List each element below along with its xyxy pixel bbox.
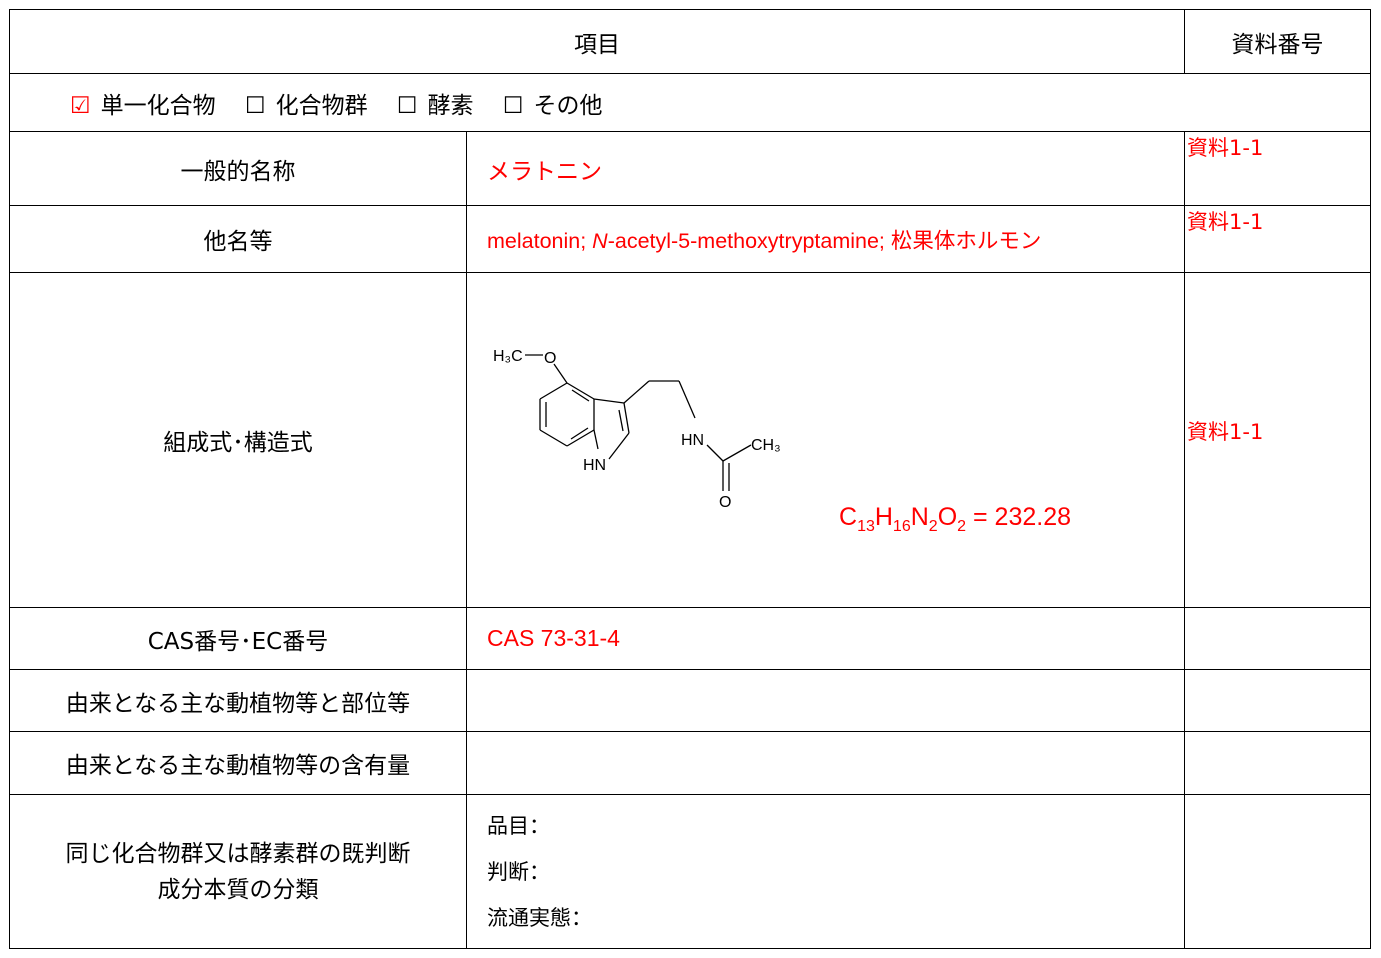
label-existing-judgment: 同じ化合物群又は酵素群の既判断 成分本質の分類 (9, 794, 467, 949)
value-origin-part (466, 669, 1185, 732)
atom-oxygen-carbonyl: O (719, 494, 731, 511)
structure-cell: H₃C O HN HN CH₃ O C13H16N2O2 = 232.28 (466, 272, 1185, 608)
label-other-names: 他名等 (9, 205, 467, 273)
header-item: 項目 (9, 9, 1185, 74)
ref-cas (1184, 607, 1371, 670)
option-single-compound[interactable]: ☑単一化合物 (70, 92, 216, 119)
label-cas: CAS番号･EC番号 (9, 607, 467, 670)
atom-ch3: CH₃ (751, 437, 781, 454)
ref-general-name: 資料1-1 (1184, 131, 1371, 206)
ref-structure: 資料1-1 (1184, 272, 1371, 608)
ingredient-form-table: 項目 資料番号 ☑単一化合物 ☐化合物群 ☐酵素 ☐その他 一般的名称 メラトニ… (9, 9, 1371, 949)
header-ref-number: 資料番号 (1184, 9, 1371, 74)
structure-area: H₃C O HN HN CH₃ O C13H16N2O2 = 232.28 (467, 273, 1184, 607)
ref-existing-judgment (1184, 794, 1371, 949)
value-origin-content (466, 731, 1185, 795)
type-options: ☑単一化合物 ☐化合物群 ☐酵素 ☐その他 (9, 73, 1371, 132)
row-origin-content: 由来となる主な動植物等の含有量 (9, 731, 1371, 795)
existing-judgment-fields: 品目： 判断： 流通実態： (466, 794, 1185, 949)
atom-methyl: H₃C (493, 348, 523, 365)
label-origin-part: 由来となる主な動植物等と部位等 (9, 669, 467, 732)
row-origin-part: 由来となる主な動植物等と部位等 (9, 669, 1371, 732)
header-row: 項目 資料番号 (9, 9, 1371, 74)
atom-oxygen-ether: O (544, 350, 556, 367)
value-general-name: メラトニン (466, 131, 1185, 206)
field-item: 品目： (487, 813, 550, 838)
ref-other-names: 資料1-1 (1184, 205, 1371, 273)
row-other-names: 他名等 melatonin; N-acetyl-5-methoxytryptam… (9, 205, 1371, 273)
label-structure: 組成式･構造式 (9, 272, 467, 608)
value-other-names: melatonin; N-acetyl-5-methoxytryptamine;… (466, 205, 1185, 273)
row-existing-judgment: 同じ化合物群又は酵素群の既判断 成分本質の分類 品目： 判断： 流通実態： (9, 794, 1371, 949)
field-distribution: 流通実態： (487, 905, 592, 930)
option-enzyme[interactable]: ☐酵素 (396, 92, 474, 119)
field-judgment: 判断： (487, 859, 550, 884)
value-cas: CAS 73-31-4 (466, 607, 1185, 670)
checkbox-icon[interactable]: ☐ (502, 92, 524, 119)
row-general-name: 一般的名称 メラトニン 資料1-1 (9, 131, 1371, 206)
row-structure: 組成式･構造式 (9, 272, 1371, 608)
ref-origin-content (1184, 731, 1371, 795)
label-origin-content: 由来となる主な動植物等の含有量 (9, 731, 467, 795)
option-other[interactable]: ☐その他 (502, 92, 603, 119)
atom-nh-amide: HN (681, 432, 704, 449)
type-row: ☑単一化合物 ☐化合物群 ☐酵素 ☐その他 (9, 73, 1371, 132)
molecular-formula: C13H16N2O2 = 232.28 (839, 503, 1072, 535)
label-general-name: 一般的名称 (9, 131, 467, 206)
checkbox-icon[interactable]: ☐ (244, 92, 266, 119)
melatonin-structure-diagram: H₃C O HN HN CH₃ O (493, 348, 781, 511)
option-compound-group[interactable]: ☐化合物群 (244, 92, 368, 119)
row-cas: CAS番号･EC番号 CAS 73-31-4 (9, 607, 1371, 670)
checkbox-icon[interactable]: ☐ (396, 92, 418, 119)
atom-nh-ring: HN (583, 457, 606, 474)
checkbox-checked-icon[interactable]: ☑ (70, 92, 91, 119)
ref-origin-part (1184, 669, 1371, 732)
